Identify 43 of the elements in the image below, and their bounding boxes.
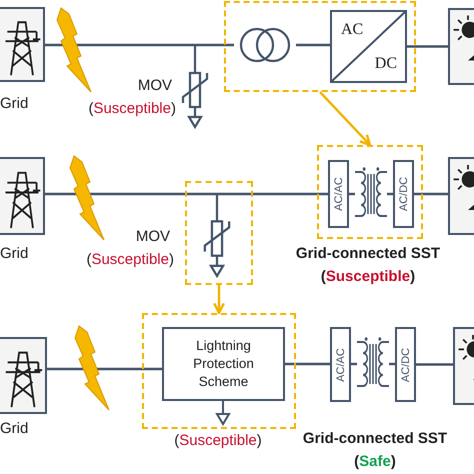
- wire: [296, 44, 330, 46]
- wire: [45, 192, 328, 196]
- converter-label: AC/DC: [400, 347, 412, 382]
- dashed-highlight-box: [224, 1, 416, 92]
- component-label: Grid: [0, 95, 28, 112]
- varistor-symbol: [180, 45, 210, 130]
- component-label: MOV: [136, 77, 172, 94]
- wire: [407, 45, 448, 48]
- arrow: [213, 285, 225, 314]
- converter-label: DC: [374, 55, 397, 73]
- converter-label: AC/AC: [334, 348, 346, 382]
- status-label: (Susceptible): [87, 100, 176, 117]
- converter-box: [395, 327, 416, 402]
- wire: [285, 362, 330, 366]
- wire: [47, 368, 162, 370]
- converter-label: AC: [341, 21, 364, 39]
- arrow: [319, 91, 372, 146]
- wire: [414, 192, 448, 196]
- status-label: (Safe): [353, 453, 397, 470]
- component-label: Grid-connected SST: [302, 430, 448, 447]
- transmission-tower-drawing: [0, 7, 45, 82]
- converter-box: [330, 10, 407, 83]
- converter-label: AC/DC: [398, 176, 410, 212]
- component-label: Grid: [0, 245, 28, 262]
- status-label: (Susceptible): [85, 251, 174, 268]
- status-label: (Susceptible): [320, 268, 416, 285]
- dashed-highlight-box: [185, 181, 253, 285]
- dashed-highlight-box: [142, 313, 296, 429]
- converter-label: AC/AC: [332, 177, 344, 211]
- converter-box: [328, 160, 349, 228]
- component-label: Grid-connected SST: [294, 245, 442, 262]
- varistor-symbol: [201, 193, 233, 279]
- converter-box: [393, 160, 414, 228]
- dashed-highlight-box: [317, 145, 423, 239]
- transmission-tower-drawing: [0, 337, 47, 414]
- box-label: Lightning Protection Scheme: [192, 336, 255, 392]
- status-label: (Susceptible): [173, 432, 263, 449]
- protection-box: [162, 327, 285, 401]
- wire: [416, 363, 453, 366]
- component-label: MOV: [134, 228, 170, 245]
- converter-box: [330, 327, 351, 402]
- component-label: Grid: [0, 420, 28, 437]
- transmission-tower-drawing: [0, 157, 45, 235]
